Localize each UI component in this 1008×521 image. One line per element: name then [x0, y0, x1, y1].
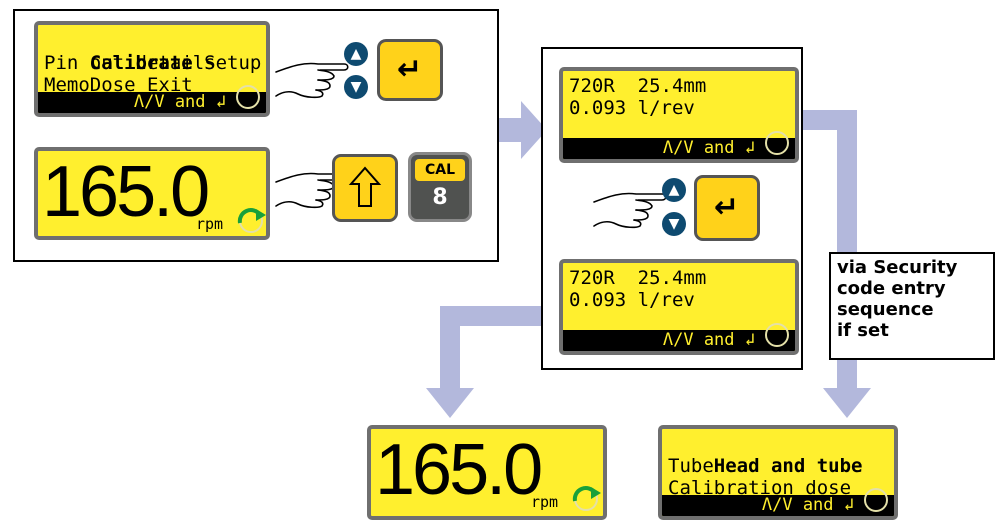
security-code-note: via Security code entry sequence if set: [829, 252, 995, 360]
menu-pin-out-item: Pin out details: [44, 52, 216, 74]
cal-key-label-area: CAL: [415, 159, 465, 181]
enter-icon: ↵: [714, 190, 740, 225]
lcd-ring-icon: [236, 85, 260, 109]
nav-up-button[interactable]: ▲: [344, 42, 368, 66]
flow-per-rev-line: 0.093 l/rev: [569, 289, 695, 311]
lcd-status-bar: Λ/V and ↲: [662, 495, 894, 516]
lcd-ring-icon: [765, 323, 789, 347]
menu-calibrate-item: Calibrate: [89, 52, 193, 74]
lcd-ring-icon: [765, 131, 789, 155]
cal-8-key[interactable]: CAL 8: [408, 152, 472, 222]
note-line-3: sequence: [837, 299, 934, 320]
pump-head-tube-line: 720R 25.4mm: [569, 75, 707, 97]
menu-tube-item: Tube: [668, 455, 714, 477]
flow-per-rev-line: 0.093 l/rev: [569, 97, 695, 119]
calibrate-menu-display: Calibrate Setup Pin out details MemoDose…: [34, 21, 270, 117]
enter-button[interactable]: ↵: [377, 39, 443, 101]
up-arrow-icon: [348, 166, 382, 207]
lcd-bar-text: Λ/V and ↲: [662, 138, 755, 158]
arrow-left-branch-horizontal: [440, 306, 552, 326]
result-rpm-display: 165.0 rpm: [367, 425, 607, 520]
menu-setup-item: Setup: [192, 52, 262, 74]
arrow-left-branch-head: [426, 388, 474, 418]
rpm-unit-label: rpm: [531, 493, 559, 511]
accept-selected-display: 720R 25.4mm 0.093 l/rev Accept Change Λ/…: [559, 259, 799, 355]
nav-down-button[interactable]: ▼: [662, 212, 686, 236]
rpm-value: 165.0: [42, 152, 210, 232]
up-arrow-key[interactable]: [332, 154, 398, 222]
note-line-4: if set: [837, 320, 889, 341]
lcd-status-bar: Λ/V and ↲: [563, 330, 795, 351]
enter-button[interactable]: ↵: [694, 175, 760, 241]
nav-down-button[interactable]: ▼: [344, 75, 368, 99]
enter-icon: ↵: [397, 52, 423, 87]
rpm-value: 165.0: [375, 430, 543, 510]
head-and-tube-display: Head and tube Tube Calibration dose Λ/V …: [658, 425, 898, 520]
arrow-to-change-screen: [498, 101, 547, 159]
lcd-bar-text: Λ/V and ↲: [662, 330, 755, 350]
lcd-bar-text: Λ/V and ↲: [761, 495, 854, 515]
nav-up-button[interactable]: ▲: [662, 178, 686, 202]
note-line-2: code entry: [837, 278, 946, 299]
menu-memodose-exit-item: MemoDose Exit: [44, 74, 193, 96]
lcd-status-bar: Λ/V and ↲: [38, 92, 266, 113]
lcd-ring-icon: [864, 488, 888, 512]
rotation-arrow-icon: [572, 486, 601, 511]
pump-head-tube-line: 720R 25.4mm: [569, 267, 707, 289]
lcd-bar-text: Λ/V and ↲: [133, 92, 226, 112]
arrow-left-branch-vertical: [440, 306, 460, 390]
cal-key-number: 8: [432, 185, 448, 210]
menu-calibration-dose-item: Calibration dose: [668, 477, 852, 499]
lcd-status-bar: Λ/V and ↲: [563, 138, 795, 159]
change-selected-display: 720R 25.4mm 0.093 l/rev Accept Change Λ/…: [559, 67, 799, 163]
rpm-display: 165.0 rpm: [34, 147, 270, 240]
arrow-right-branch-head: [823, 388, 871, 418]
cal-key-label: CAL: [424, 162, 456, 178]
rpm-unit-label: rpm: [196, 215, 224, 233]
note-line-1: via Security: [837, 257, 958, 278]
rotation-arrow-icon: [237, 208, 266, 233]
menu-head-and-tube-item: Head and tube: [713, 455, 863, 477]
